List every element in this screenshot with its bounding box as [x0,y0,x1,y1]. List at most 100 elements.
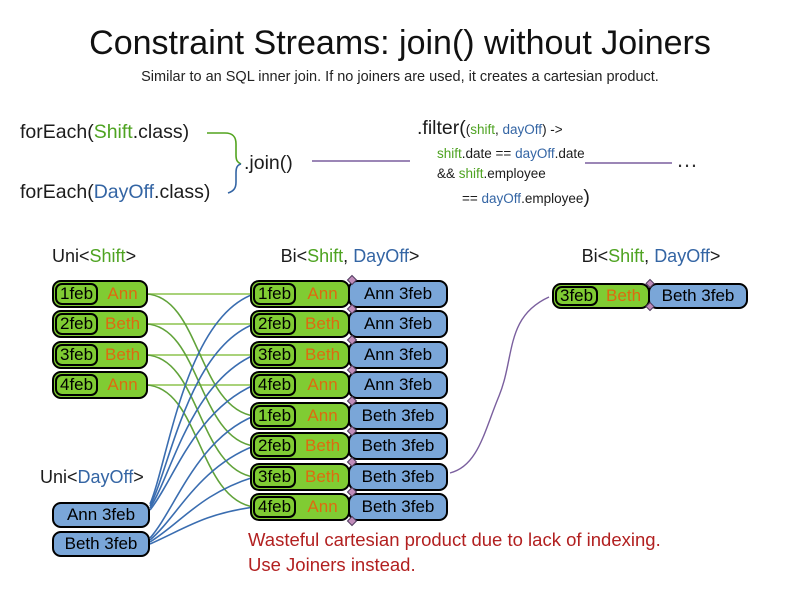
code-join: .join() [244,152,293,174]
dayoff-cell: Ann 3feb [348,341,448,369]
filter-result-curve [449,296,550,474]
shift-arg-token: shift [458,166,484,181]
shift-employee-cell: Beth [305,314,341,333]
shift-date-cell: 2feb [55,313,99,335]
page-title: Constraint Streams: join() without Joine… [89,24,711,62]
warning-note-line2: Use Joiners instead. [248,554,416,575]
shift-employee-cell: Ann [307,406,338,425]
shift-date-cell: 3feb [253,344,297,366]
bi-filtered-header: Bi<Shift, DayOff> [581,246,721,266]
shift-date-cell: 2feb [253,435,297,457]
shift-link-curve [145,354,255,478]
dayoff-link-curve [149,323,255,507]
shift-class-token: Shift [93,121,133,143]
uni-shift-header: Uni<Shift> [52,246,137,266]
code-text: .class) [154,181,211,203]
shift-employee-cell: Ann [107,284,138,303]
bi-row: 2feb Beth Ann 3feb [250,310,448,338]
shift-arg-token: shift [470,122,496,137]
code-filter-line1: .filter((shift, dayOff) -> [417,117,563,140]
code-text: .employee [521,191,584,206]
join-brace-shift-line [207,132,242,165]
shift-date-cell: 4feb [253,374,297,396]
code-text: , [495,122,503,137]
code-foreach-dayoff: forEach(DayOff.class) [20,181,210,204]
code-text: forEach( [20,181,94,203]
shift-employee-cell: Ann [307,375,338,394]
dayoff-row: Ann 3feb [52,502,150,528]
shift-date-cell: 3feb [55,344,99,366]
code-text: && [437,166,459,181]
dayoff-arg-token: dayOff [502,122,543,137]
shift-link-curve [145,384,255,508]
dayoff-cell: Ann 3feb [348,371,448,399]
shift-row: 3feb Beth [52,341,148,369]
code-foreach-shift: forEach(Shift.class) [20,121,189,144]
shift-date-cell: 1feb [55,283,99,305]
dayoff-link-curve [149,293,255,505]
filtered-result-row: 3feb Beth Beth 3feb [552,283,748,309]
dayoff-link-curve [149,476,255,543]
warning-note-line1: Wasteful cartesian product due to lack o… [248,529,661,550]
dayoff-cell: Beth 3feb [348,493,448,521]
continuation-ellipsis: … [676,147,698,172]
dayoff-cell: Beth 3feb [648,283,748,309]
code-text: ( [465,122,471,137]
code-text: ) [583,186,590,208]
code-text: ) -> [542,122,563,137]
subtitle: Similar to an SQL inner join. If no join… [141,69,659,85]
code-text: .class) [132,121,190,143]
shift-date-cell: 4feb [253,496,297,518]
bi-join-header: Bi<Shift, DayOff> [280,246,420,266]
shift-date-cell: 3feb [555,286,599,306]
dayoff-cell: Beth 3feb [348,402,448,430]
bi-row: 1feb Ann Ann 3feb [250,280,448,308]
shift-date-cell: 4feb [55,374,99,396]
dayoff-cell: Beth 3feb [348,432,448,460]
dayoff-arg-token: dayOff [481,191,522,206]
code-filter-line4: == dayOff.employee) [462,186,590,209]
shift-employee-cell: Beth [305,467,341,486]
dayoff-row: Beth 3feb [52,531,150,557]
dayoff-link-curve [149,415,255,539]
shift-employee-cell: Ann [307,284,338,303]
dayoff-cell: Ann 3feb [348,280,448,308]
shift-link-curve [145,323,255,447]
dayoff-link-curve [149,506,255,545]
dayoff-arg-token: dayOff [515,146,555,161]
dayoff-cell: Beth 3feb [348,463,448,491]
code-filter-line3: && shift.employee [437,166,546,181]
shift-employee-cell: Beth [305,345,341,364]
shift-link-curve [145,293,255,417]
shift-employee-cell: Beth [105,314,141,333]
dayoff-link-curve [149,354,255,509]
bi-row: 2feb Beth Beth 3feb [250,432,448,460]
shift-row: 4feb Ann [52,371,148,399]
shift-employee-cell: Beth [606,286,642,305]
shift-employee-cell: Ann [107,375,138,394]
code-text: .filter( [417,117,466,139]
shift-row: 2feb Beth [52,310,148,338]
dayoff-cell: Ann 3feb [348,310,448,338]
code-text: .employee [483,166,546,181]
dayoff-link-curve [149,384,255,511]
code-text: forEach( [20,121,94,143]
shift-row: 1feb Ann [52,280,148,308]
code-text: == [462,191,482,206]
shift-arg-token: shift [437,146,462,161]
code-text: .date == [461,146,516,161]
shift-employee-cell: Beth [105,345,141,364]
shift-date-cell: 2feb [253,313,297,335]
bi-row: 4feb Ann Ann 3feb [250,371,448,399]
bi-row: 4feb Ann Beth 3feb [250,493,448,521]
uni-dayoff-header: Uni<DayOff> [40,467,144,487]
shift-date-cell: 1feb [253,283,297,305]
shift-employee-cell: Beth [305,436,341,455]
dayoff-link-curve [149,445,255,541]
shift-employee-cell: Ann [307,497,338,516]
code-text: .date [554,146,585,161]
join-brace-dayoff-line [227,163,242,194]
